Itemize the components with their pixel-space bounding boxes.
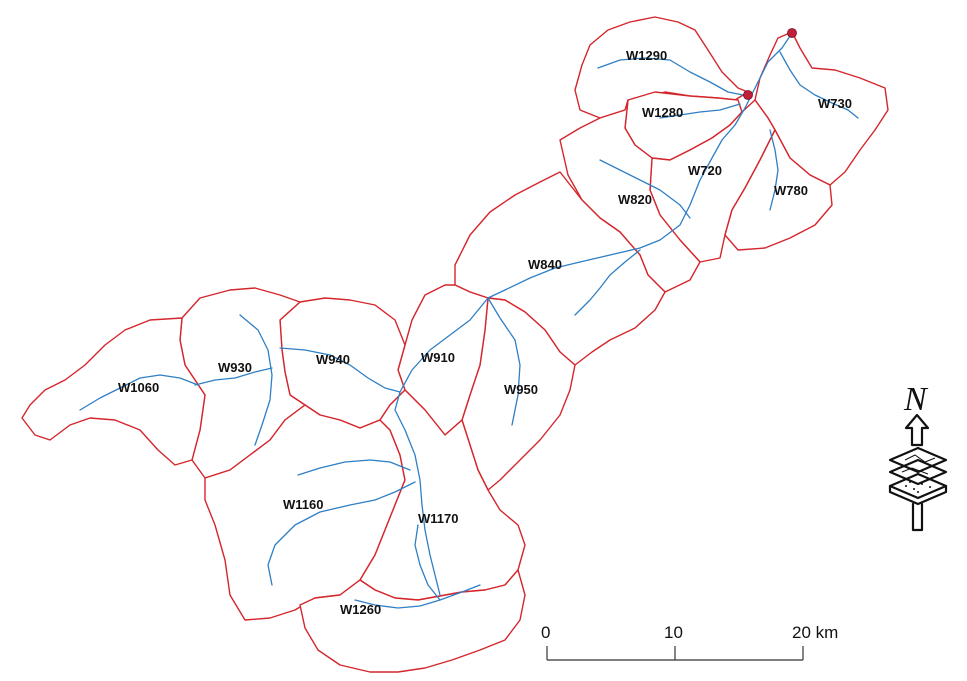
watershed-w780 xyxy=(724,129,833,251)
scale-bar: 0 10 20 km xyxy=(541,623,838,661)
arrow-head xyxy=(904,413,930,447)
label-w730: W730 xyxy=(818,96,852,111)
layer-plate xyxy=(888,458,948,486)
river-w820 xyxy=(599,159,691,219)
river-w730 xyxy=(779,51,859,119)
outlet-marker xyxy=(743,90,753,100)
river-network xyxy=(79,32,859,609)
label-w910: W910 xyxy=(421,350,455,365)
label-w1260: W1260 xyxy=(340,602,381,617)
river-w1280 xyxy=(659,103,741,119)
river-main xyxy=(394,32,793,596)
watershed-labels: W1290 W730 W1280 W720 W780 W820 W840 W94… xyxy=(118,48,852,617)
label-w1060: W1060 xyxy=(118,380,159,395)
label-w930: W930 xyxy=(218,360,252,375)
north-arrow-icon: N xyxy=(888,381,948,532)
label-w1280: W1280 xyxy=(642,105,683,120)
label-w780: W780 xyxy=(774,183,808,198)
outlet-marker xyxy=(787,28,797,38)
label-w720: W720 xyxy=(688,163,722,178)
label-w820: W820 xyxy=(618,192,652,207)
layer-plate xyxy=(888,472,948,500)
watershed-boundaries xyxy=(21,16,889,673)
north-label: N xyxy=(903,381,929,418)
watershed-w1260 xyxy=(299,569,526,673)
river-w930-west xyxy=(194,367,273,386)
label-w1160: W1160 xyxy=(283,497,323,512)
layer-texture xyxy=(901,454,936,493)
river-w1160-south xyxy=(267,481,416,586)
river-w1060 xyxy=(79,374,199,411)
river-w950 xyxy=(487,297,521,426)
arrow-tail xyxy=(911,502,924,532)
river-w1290 xyxy=(597,57,749,97)
river-w1160 xyxy=(297,459,411,476)
label-w840: W840 xyxy=(528,257,562,272)
river-w930 xyxy=(239,314,273,446)
label-w940: W940 xyxy=(316,352,350,367)
scale-label-10: 10 xyxy=(664,623,683,642)
river-w840-trib xyxy=(574,249,641,316)
label-w1290: W1290 xyxy=(626,48,667,63)
river-w940 xyxy=(279,347,401,393)
river-w1260 xyxy=(354,584,481,609)
layer-plate xyxy=(888,446,948,474)
label-w950: W950 xyxy=(504,382,538,397)
outlet-markers xyxy=(743,28,797,100)
layer-plate-edge xyxy=(888,484,948,506)
label-w1170: W1170 xyxy=(418,511,458,526)
scale-label-20: 20 km xyxy=(792,623,838,642)
river-w1170 xyxy=(414,524,441,601)
scale-label-0: 0 xyxy=(541,623,550,642)
river-w780 xyxy=(769,129,779,211)
